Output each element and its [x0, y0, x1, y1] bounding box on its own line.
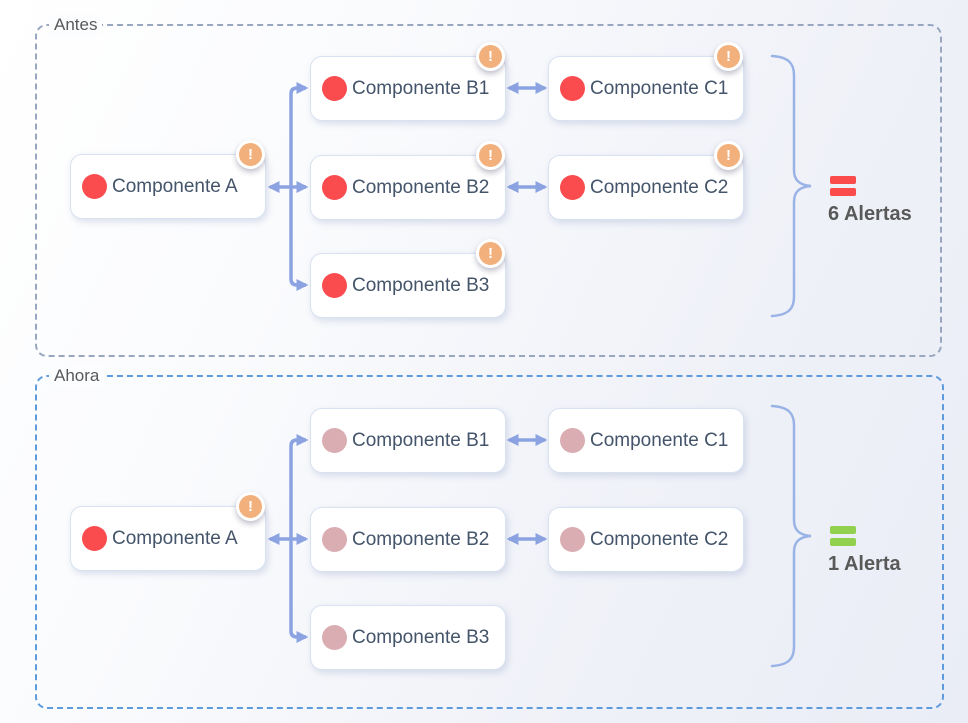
- node-ahora-componente-b3: Componente B3: [310, 605, 506, 670]
- status-dot-ok: [322, 428, 347, 453]
- section-antes: Antes: [35, 14, 942, 357]
- node-label: Componente C1: [590, 429, 729, 451]
- node-label: Componente C1: [590, 77, 729, 99]
- exclamation-glyph: !: [248, 146, 253, 163]
- node-ahora-componente-c1: Componente C1: [548, 408, 744, 473]
- node-antes-componente-b3: Componente B3 !: [310, 239, 506, 318]
- status-dot-alert: [322, 273, 347, 298]
- node-ahora-componente-b2: Componente B2: [310, 507, 506, 572]
- node-ahora-componente-b1: Componente B1: [310, 408, 506, 473]
- status-dot-alert: [322, 76, 347, 101]
- node-antes-componente-b1: Componente B1 !: [310, 42, 506, 121]
- exclamation-glyph: !: [248, 498, 253, 515]
- alert-badge-icon: !: [476, 141, 505, 170]
- node-label: Componente A: [112, 175, 238, 197]
- exclamation-glyph: !: [488, 147, 493, 164]
- alert-badge-icon: !: [714, 141, 743, 170]
- equals-icon-ahora: [830, 526, 856, 546]
- node-label: Componente B3: [352, 274, 490, 296]
- node-ahora-componente-c2: Componente C2: [548, 507, 744, 572]
- node-ahora-componente-a: Componente A !: [70, 492, 266, 571]
- status-dot-alert: [560, 175, 585, 200]
- status-dot-ok: [560, 428, 585, 453]
- section-ahora: Ahora: [35, 365, 944, 709]
- node-antes-componente-a: Componente A !: [70, 140, 266, 219]
- node-label: Componente B2: [352, 176, 490, 198]
- section-ahora-label: Ahora: [49, 365, 105, 387]
- exclamation-glyph: !: [726, 147, 731, 164]
- exclamation-glyph: !: [488, 245, 493, 262]
- alert-count-label-ahora: 1 Alerta: [828, 553, 901, 575]
- node-label: Componente B3: [352, 626, 490, 648]
- node-label: Componente C2: [590, 528, 729, 550]
- status-dot-alert: [322, 175, 347, 200]
- status-dot-alert: [82, 526, 107, 551]
- status-dot-alert: [82, 174, 107, 199]
- equals-icon-antes: [830, 176, 856, 196]
- status-dot-alert: [560, 76, 585, 101]
- node-label: Componente B1: [352, 77, 490, 99]
- node-label: Componente B2: [352, 528, 490, 550]
- alert-count-label-antes: 6 Alertas: [828, 203, 912, 225]
- node-antes-componente-c2: Componente C2 !: [548, 141, 744, 220]
- node-label: Componente A: [112, 527, 238, 549]
- exclamation-glyph: !: [488, 48, 493, 65]
- section-antes-label: Antes: [49, 14, 103, 36]
- alert-badge-icon: !: [236, 492, 265, 521]
- node-antes-componente-b2: Componente B2 !: [310, 141, 506, 220]
- alert-badge-icon: !: [476, 42, 505, 71]
- alert-badge-icon: !: [236, 140, 265, 169]
- status-dot-ok: [322, 625, 347, 650]
- node-antes-componente-c1: Componente C1 !: [548, 42, 744, 121]
- alert-badge-icon: !: [476, 239, 505, 268]
- node-label: Componente B1: [352, 429, 490, 451]
- status-dot-ok: [322, 527, 347, 552]
- alert-badge-icon: !: [714, 42, 743, 71]
- status-dot-ok: [560, 527, 585, 552]
- exclamation-glyph: !: [726, 48, 731, 65]
- node-label: Componente C2: [590, 176, 729, 198]
